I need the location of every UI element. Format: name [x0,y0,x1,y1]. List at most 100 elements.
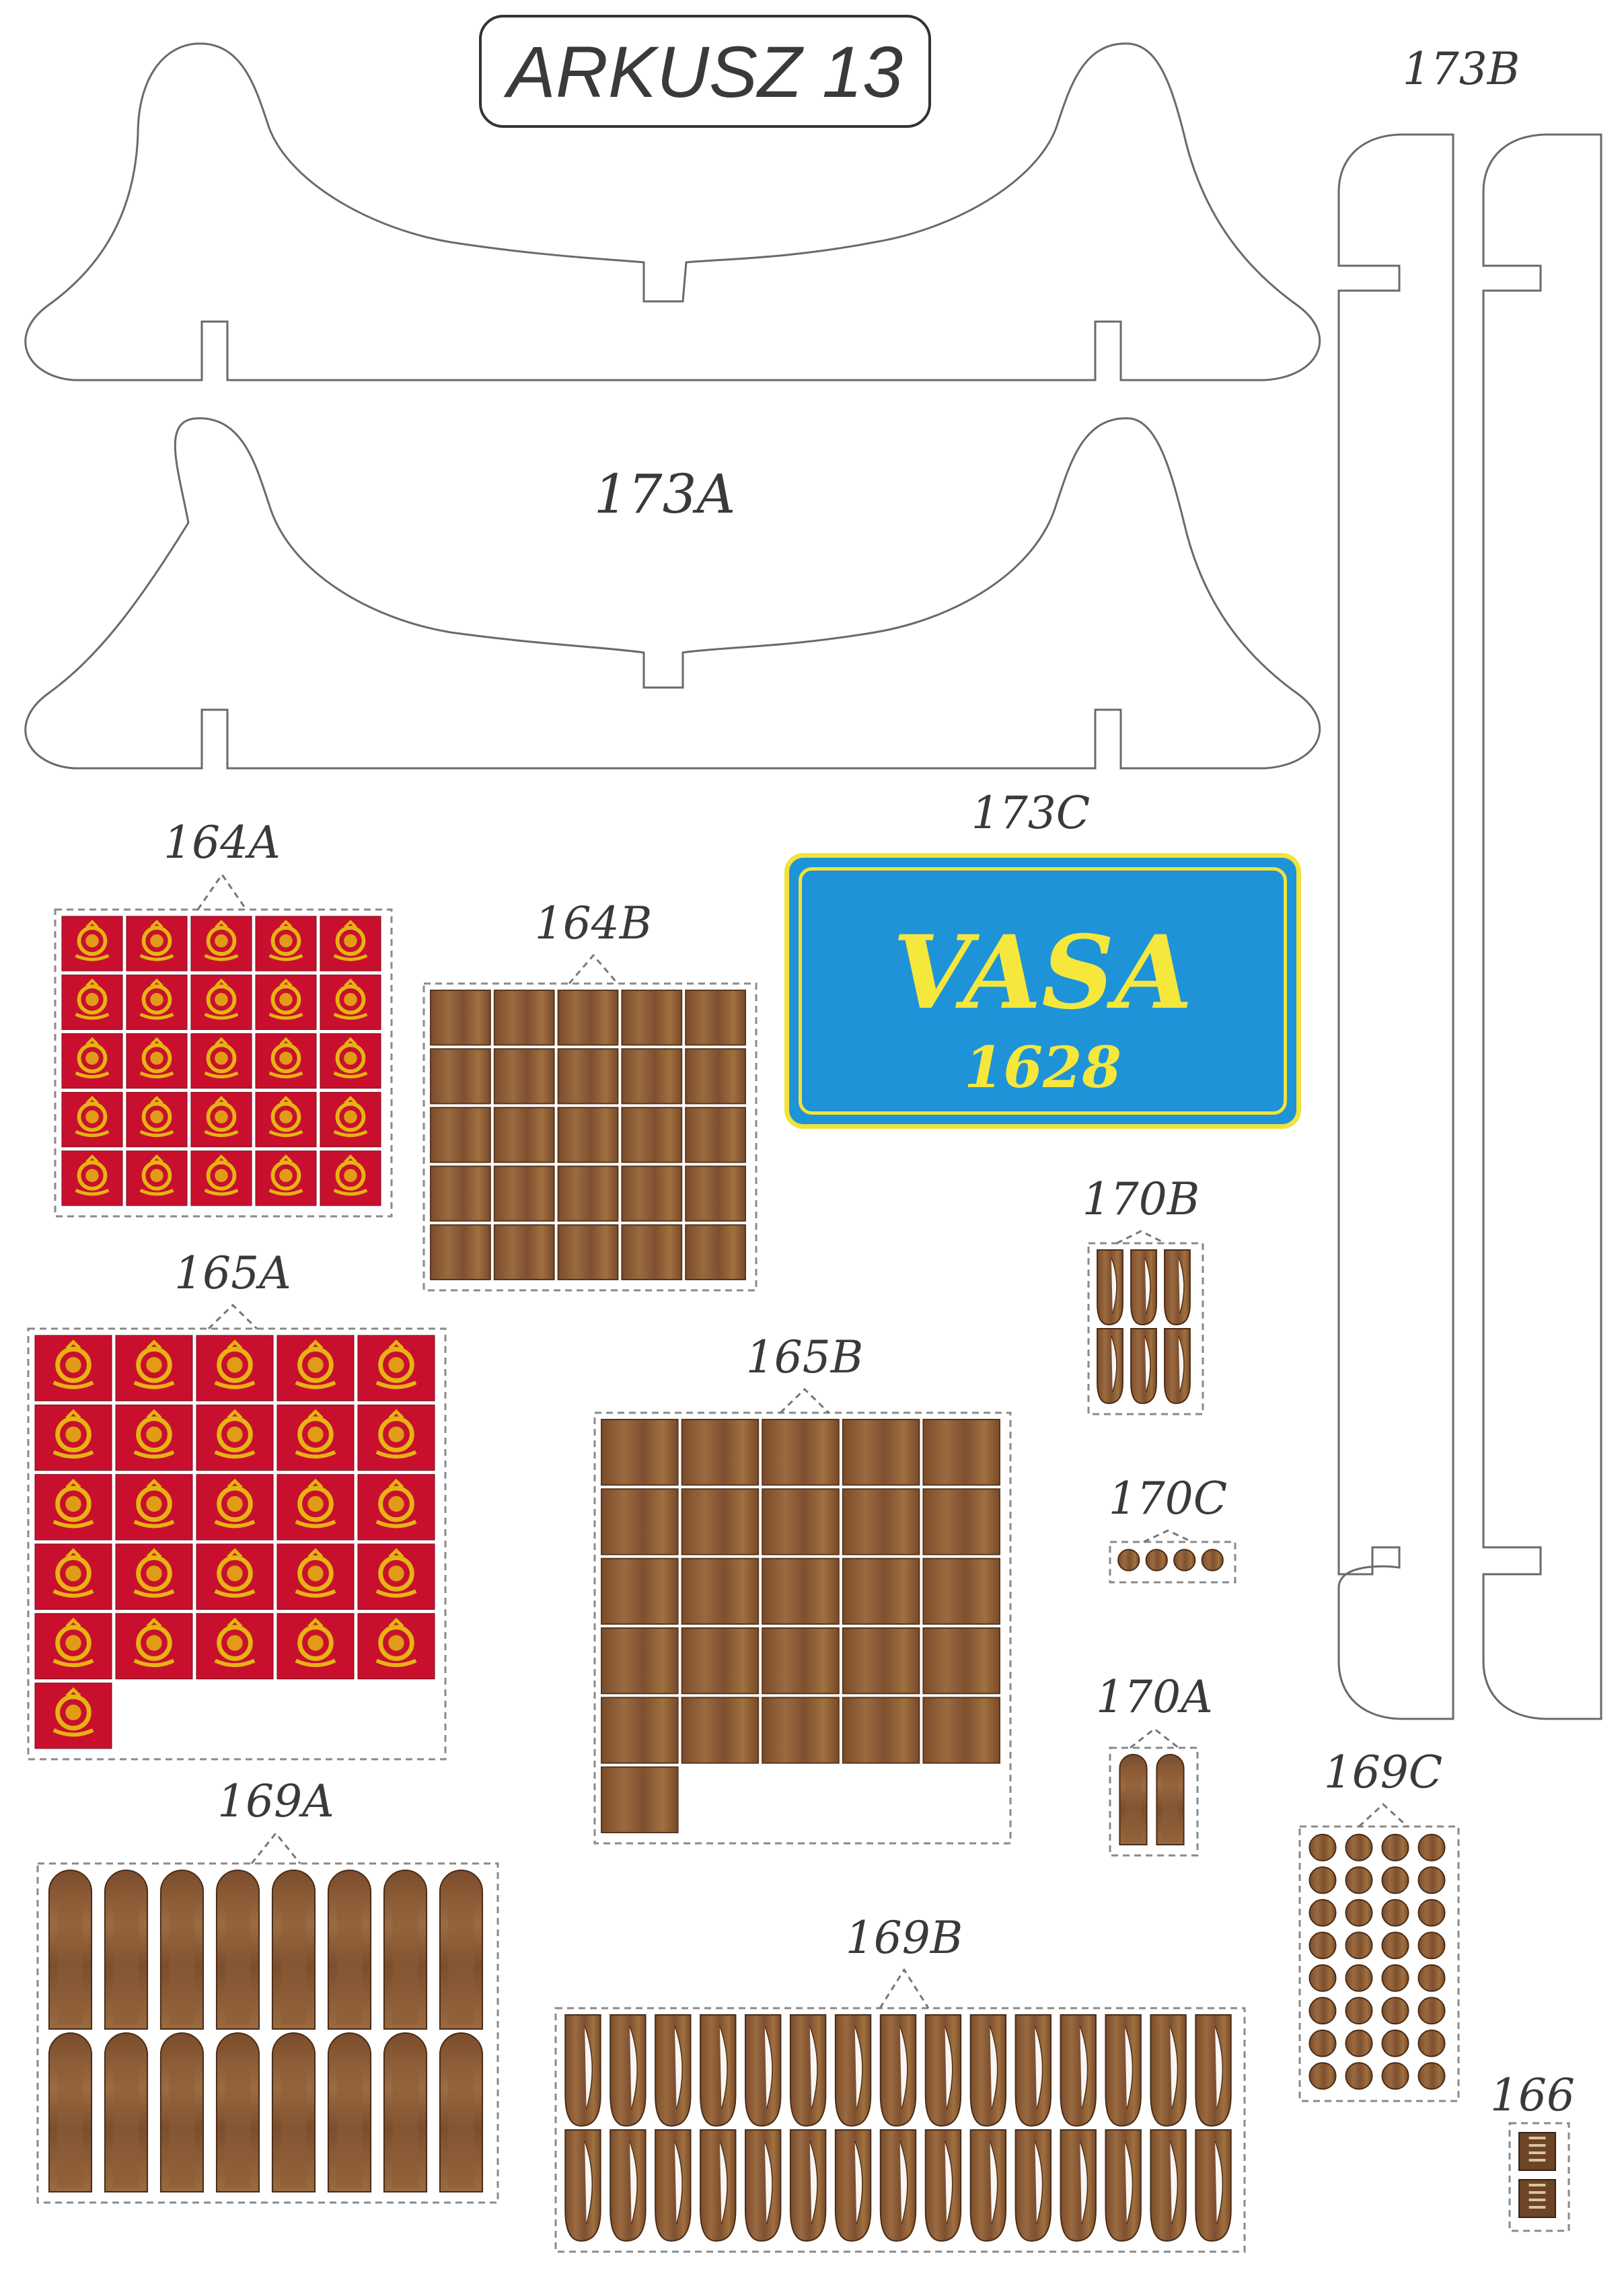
wood-disc-piece [1417,1931,1446,1960]
wood-shield-piece [789,2014,827,2127]
wood-tile [430,1048,491,1105]
wood-tile [621,1165,683,1222]
wood-shield-piece [1150,2129,1187,2242]
wood-tile [842,1488,920,1555]
wood-shield-piece [924,2014,962,2127]
name-plate-173c: VASA 1628 [784,853,1301,1129]
wood-disc-piece [1381,1997,1409,2025]
wood-shield-piece [1105,2129,1142,2242]
wood-shield-piece [834,2014,872,2127]
wood-shield-piece [655,2014,692,2127]
part-group-169a [36,1831,499,2204]
label-170b: 170B [1082,1173,1200,1225]
label-165b: 165B [745,1331,864,1383]
part-group-166 [1508,2122,1570,2232]
wood-tile [601,1488,679,1555]
wood-shield-piece [969,2129,1007,2242]
label-170a: 170A [1096,1671,1213,1723]
wood-disc-piece [1173,1549,1196,1572]
wood-shield-piece [745,2129,782,2242]
label-169c: 169C [1323,1746,1443,1798]
wood-tile [842,1627,920,1695]
cut-boundary-166 [1508,2122,1570,2232]
wood-tile [430,1165,491,1222]
plate-ship-name: VASA [893,914,1193,1032]
cut-boundary-170a [1109,1746,1199,1857]
strip-173b-left-outline [1337,133,1454,1720]
wood-shield-piece [1014,2014,1051,2127]
label-leader-170b [1116,1230,1166,1245]
cut-boundary-170c [1109,1541,1237,1584]
wood-shield-piece [879,2129,917,2242]
label-165a: 165A [174,1247,291,1299]
wood-tile [762,1557,840,1625]
wood-tile [681,1419,760,1486]
wood-tile [557,1107,619,1163]
label-leader-169c [1358,1802,1409,1828]
wood-disc-piece [1417,1898,1446,1927]
wood-tile [842,1557,920,1625]
wood-disc-piece [1308,1866,1337,1894]
label-164b: 164B [534,897,653,949]
cut-boundary-165a [27,1327,447,1761]
wood-tile [621,1224,683,1281]
wood-shield-piece [1164,1249,1191,1326]
wood-tile [601,1557,679,1625]
wood-tile [685,1048,747,1105]
wood-tile [922,1557,1001,1625]
wood-shield-piece [1014,2129,1051,2242]
wood-disc-piece [1381,2029,1409,2057]
wood-disc-piece [1381,1898,1409,1927]
wood-shield-piece [745,2014,782,2127]
wood-tile [601,1766,679,1834]
cut-boundary-164b [422,982,758,1292]
cut-boundary-169b [554,2007,1246,2253]
wood-disc-piece [1308,2062,1337,2090]
wood-tile [762,1419,840,1486]
wood-tile [762,1697,840,1764]
wood-disc-piece [1345,2029,1373,2057]
label-170c: 170C [1108,1473,1228,1524]
wood-tile [842,1419,920,1486]
label-169b: 169B [845,1912,963,1964]
wood-disc-piece [1345,2062,1373,2090]
wood-tile [430,990,491,1046]
wood-tile [493,1165,555,1222]
wood-disc-piece [1381,1964,1409,1992]
part-group-170a [1109,1728,1199,1857]
label-leader-165b [779,1387,830,1414]
wood-disc-piece [1345,1931,1373,1960]
wood-disc-piece [1308,1833,1337,1861]
wood-tile [685,1165,747,1222]
label-173a: 173A [593,463,736,525]
wood-disc-piece [1417,2029,1446,2057]
wood-shield-piece [1097,1328,1123,1405]
emblem-tile [276,1335,355,1401]
wood-disc-piece [1308,2029,1337,2057]
label-leader-170a [1130,1728,1179,1749]
wood-tile [621,1048,683,1105]
wood-tile [493,1048,555,1105]
wood-disc-piece [1308,1931,1337,1960]
strip-173b-right-outline [1482,133,1602,1720]
wood-tile [762,1488,840,1555]
wood-shield-piece [924,2129,962,2242]
cut-boundary-170b [1087,1242,1204,1415]
wood-tile [922,1488,1001,1555]
label-leader-169a [250,1831,301,1864]
wood-disc-piece [1381,1833,1409,1861]
wood-disc-piece [1381,2062,1409,2090]
wood-shield-piece [564,2129,601,2242]
part-group-169c [1298,1802,1460,2102]
cut-boundary-165b [593,1411,1012,1845]
plate-year: 1628 [964,1034,1121,1101]
wood-disc-piece [1417,2062,1446,2090]
wood-shield-piece [655,2129,692,2242]
wood-shield-piece [1097,1249,1123,1326]
wood-tile [842,1697,920,1764]
wood-tile [922,1627,1001,1695]
label-leader-164a [196,873,248,910]
wood-disc-piece [1417,1997,1446,2025]
wood-tile [685,1107,747,1163]
